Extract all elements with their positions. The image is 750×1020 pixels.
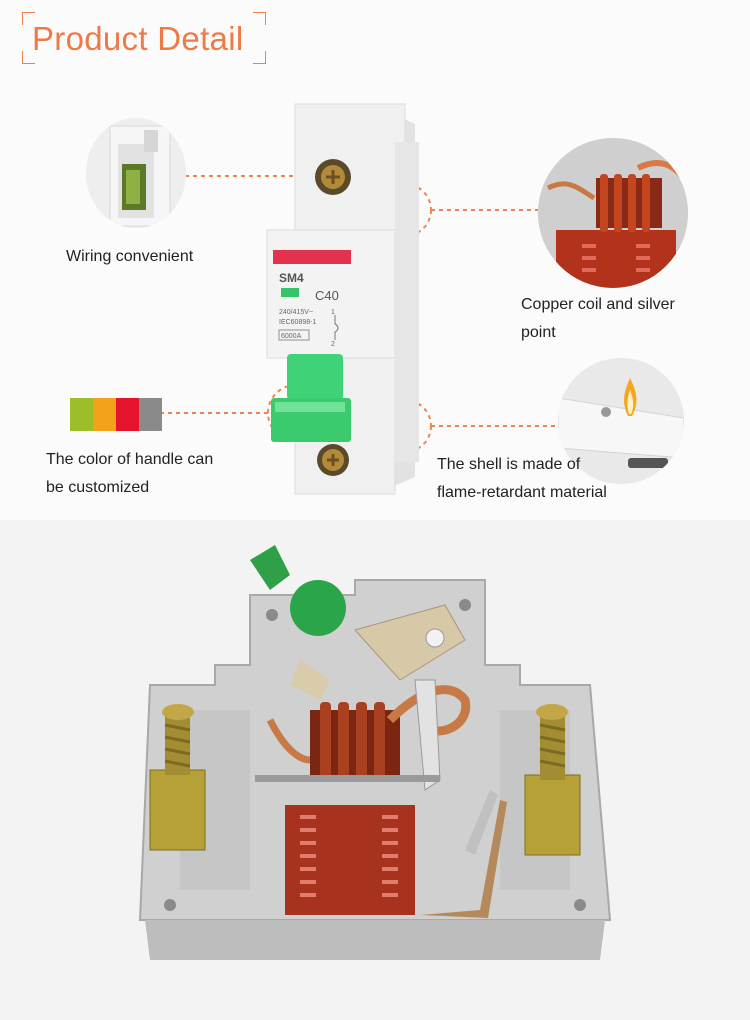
- swatch-orange: [93, 398, 116, 431]
- coil-caption-line1: Copper coil and silver: [521, 296, 675, 313]
- shell-caption-line1: The shell is made of: [437, 456, 581, 473]
- handle-color-swatches: [70, 398, 162, 431]
- page-title: Product Detail: [32, 20, 244, 57]
- copper-coil-thumbnail: [538, 138, 688, 288]
- section-title: Product Detail: [22, 12, 266, 64]
- status-indicator: [281, 288, 299, 297]
- circuit-breaker-image: SM4 C40 240/415V~ 1 IEC60898-1 2 6000A: [266, 103, 419, 495]
- brand-label: SM4: [279, 271, 304, 285]
- handle-caption-line2: be customized: [46, 479, 150, 496]
- handle-caption-line1: The color of handle can: [46, 451, 214, 468]
- swatch-green: [70, 398, 93, 431]
- wiring-caption: Wiring convenient: [66, 248, 194, 265]
- terminal-top-label: 1: [331, 309, 335, 316]
- toggle-handle: [287, 354, 343, 400]
- shell-caption-line2: flame-retardant material: [437, 484, 607, 501]
- flame-test-thumbnail: [558, 358, 684, 484]
- voltage-label: 240/415V~: [279, 309, 313, 316]
- swatch-grey: [139, 398, 162, 431]
- wiring-terminal-thumbnail: [86, 118, 186, 228]
- terminal-bottom-label: 2: [331, 341, 335, 348]
- coil-caption-line2: point: [521, 324, 556, 341]
- standard-label: IEC60898-1: [279, 319, 316, 326]
- breaker-internal-image: [138, 545, 612, 960]
- swatch-red: [116, 398, 139, 431]
- capacity-label: 6000A: [281, 333, 302, 340]
- rating-label: C40: [315, 288, 339, 303]
- brand-band: [273, 250, 351, 264]
